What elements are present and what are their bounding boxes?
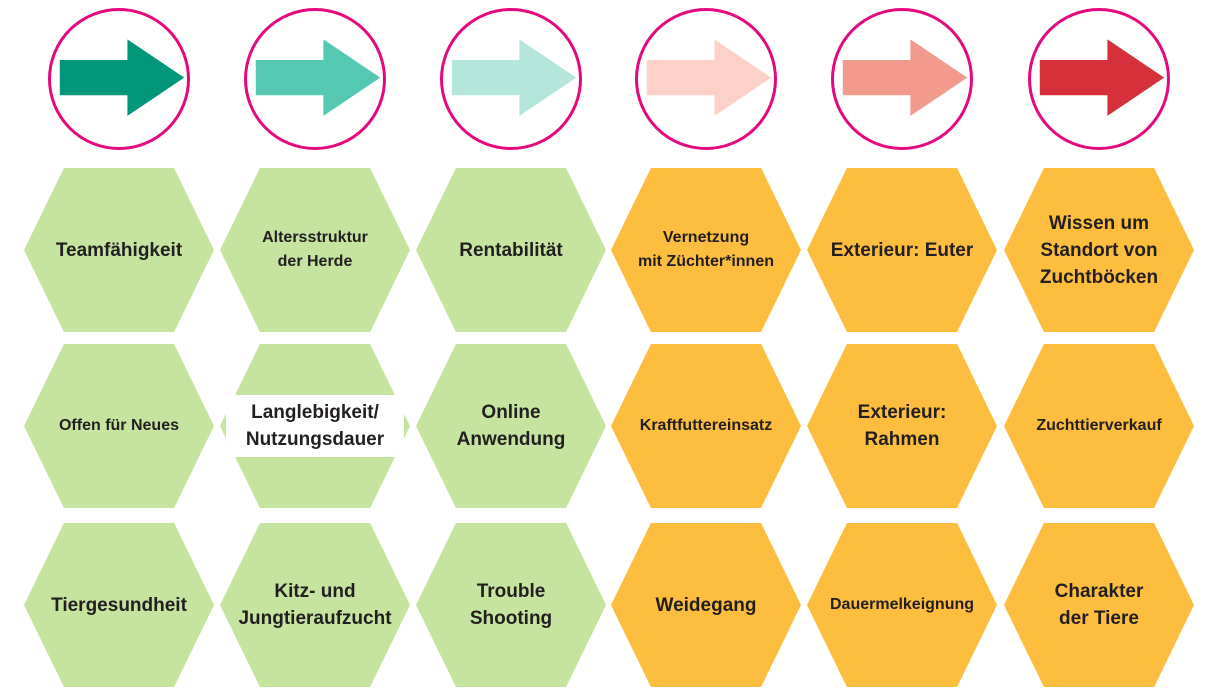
- arrow-circle: [440, 8, 582, 150]
- hexagon-label: Weidegang: [655, 594, 757, 616]
- hexagon-label: Langlebigkeit/ Nutzungsdauer: [226, 395, 404, 457]
- hexagon-label: Offen für Neues: [58, 417, 179, 434]
- hexagon-cell: Wissen um Standort von Zuchtböcken: [1004, 168, 1194, 332]
- hexagon-label: Charakter der Tiere: [1054, 581, 1144, 629]
- arrow-circle: [1028, 8, 1170, 150]
- hexagon-cell: Kraftfuttereinsatz: [611, 344, 801, 508]
- hexagon-cell: Trouble Shooting: [416, 523, 606, 687]
- arrow-circle: [48, 8, 190, 150]
- hexagon-cell: Online Anwendung: [416, 344, 606, 508]
- hexagon-label: Tiergesundheit: [51, 594, 187, 616]
- hexagon-label: Exterieur: Rahmen: [857, 402, 947, 450]
- hexagon-label: Altersstruktur der Herde: [262, 229, 368, 270]
- right-arrow-icon: [646, 39, 772, 116]
- hexagon-label: Kitz- und Jungtieraufzucht: [238, 581, 392, 629]
- right-arrow-icon: [842, 39, 968, 116]
- hexagon-label: Kraftfuttereinsatz: [639, 417, 773, 434]
- arrow-circle: [831, 8, 973, 150]
- hexagon-cell: Exterieur: Euter: [807, 168, 997, 332]
- hexagon-label: Rentabilität: [459, 239, 563, 261]
- hexagon-cell: Langlebigkeit/ Nutzungsdauer: [220, 344, 410, 508]
- hexagon-label: Dauermelkeignung: [829, 596, 975, 613]
- hexagon-cell: Zuchttierverkauf: [1004, 344, 1194, 508]
- hexagon-cell: Weidegang: [611, 523, 801, 687]
- right-arrow-icon: [59, 39, 185, 116]
- hexagon-cell: Offen für Neues: [24, 344, 214, 508]
- hexagon-label: Exterieur: Euter: [830, 239, 974, 261]
- hexagon-cell: Teamfähigkeit: [24, 168, 214, 332]
- hexagon-label: Trouble Shooting: [469, 581, 553, 629]
- hexagon-cell: Tiergesundheit: [24, 523, 214, 687]
- hexagon-label: Vernetzung mit Züchter*innen: [637, 229, 774, 270]
- hexagon-label: Wissen um Standort von Zuchtböcken: [1039, 212, 1159, 288]
- right-arrow-icon: [451, 39, 577, 116]
- hexagon-cell: Charakter der Tiere: [1004, 523, 1194, 687]
- hexagon-label: Zuchttierverkauf: [1036, 417, 1162, 434]
- right-arrow-icon: [1039, 39, 1165, 116]
- hexagon-cell: Vernetzung mit Züchter*innen: [611, 168, 801, 332]
- hexagon-cell: Kitz- und Jungtieraufzucht: [220, 523, 410, 687]
- hexagon-cell: Rentabilität: [416, 168, 606, 332]
- hexagon-cell: Dauermelkeignung: [807, 523, 997, 687]
- arrow-circle: [244, 8, 386, 150]
- right-arrow-icon: [255, 39, 381, 116]
- hexagon-label: Teamfähigkeit: [55, 239, 183, 261]
- hexagon-cell: Altersstruktur der Herde: [220, 168, 410, 332]
- hexagon-cell: Exterieur: Rahmen: [807, 344, 997, 508]
- hexagon-label: Online Anwendung: [456, 402, 566, 450]
- arrow-circle: [635, 8, 777, 150]
